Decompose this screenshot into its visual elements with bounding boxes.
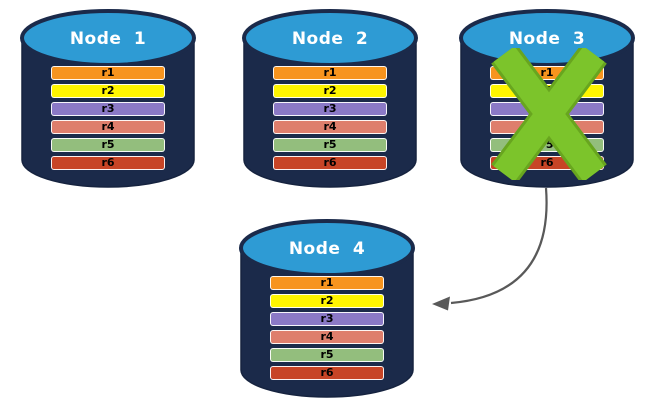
arrow-curve [450, 187, 548, 305]
record-bar: r6 [51, 156, 165, 170]
x-cross [493, 48, 605, 180]
cylinder-top [242, 9, 418, 67]
node-title: Node 3 [508, 29, 586, 49]
record-list: r1 r2 r3 r4 r5 r6 [273, 66, 387, 174]
record-list: r1 r2 r3 r4 r5 r6 [270, 276, 384, 384]
record-bar: r6 [270, 366, 384, 380]
record-bar: r2 [51, 84, 165, 98]
node-title: Node 1 [69, 29, 147, 49]
record-bar: r1 [51, 66, 165, 80]
record-bar: r1 [273, 66, 387, 80]
record-bar: r5 [273, 138, 387, 152]
record-list: r1 r2 r3 r4 r5 r6 [51, 66, 165, 174]
node-3: Node 3 r1 r2 r3 r4 r5 r6 [457, 8, 637, 192]
record-bar: r1 [270, 276, 384, 290]
record-bar: r3 [273, 102, 387, 116]
node-4: Node 4 r1 r2 r3 r4 r5 r6 [237, 218, 417, 402]
cylinder-top [239, 219, 415, 277]
record-bar: r4 [51, 120, 165, 134]
node-1: Node 1 r1 r2 r3 r4 r5 r6 [18, 8, 198, 192]
record-bar: r4 [270, 330, 384, 344]
arrow-head [432, 296, 450, 311]
record-bar: r5 [270, 348, 384, 362]
failure-x-icon [491, 48, 607, 180]
cylinder-top [20, 9, 196, 67]
record-bar: r4 [273, 120, 387, 134]
node-title: Node 2 [291, 29, 369, 49]
node-2: Node 2 r1 r2 r3 r4 r5 r6 [240, 8, 420, 192]
record-bar: r3 [270, 312, 384, 326]
record-bar: r3 [51, 102, 165, 116]
record-bar: r6 [273, 156, 387, 170]
record-bar: r2 [270, 294, 384, 308]
node-title: Node 4 [288, 239, 366, 259]
record-bar: r5 [51, 138, 165, 152]
record-bar: r2 [273, 84, 387, 98]
